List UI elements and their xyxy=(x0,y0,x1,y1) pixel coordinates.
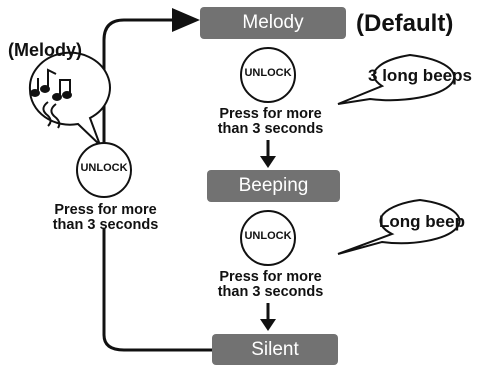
instruction-line2: than 3 seconds xyxy=(217,121,324,137)
melody-tag: (Melody) xyxy=(8,40,82,60)
instruction-top: Press for more than 3 seconds xyxy=(203,107,338,137)
instruction-middle: Press for more than 3 seconds xyxy=(203,270,338,300)
default-label: (Default) xyxy=(356,10,454,37)
mode-beeping: Beeping xyxy=(207,170,340,202)
loop-line-up xyxy=(102,18,172,150)
unlock-button-middle[interactable]: UNLOCK xyxy=(244,230,292,242)
unlock-button-middle-outline xyxy=(240,210,296,266)
three-long-beeps-text: 3 long beeps xyxy=(368,66,472,85)
mode-silent: Silent xyxy=(212,334,338,365)
arrow-icon xyxy=(260,156,276,168)
unlock-button-left-outline xyxy=(76,142,132,198)
three-long-beeps-bubble xyxy=(337,53,456,105)
unlock-button-left[interactable]: UNLOCK xyxy=(80,162,128,174)
loop-line-down xyxy=(102,228,212,352)
instruction-line1: Press for more xyxy=(219,106,322,122)
instruction-line1: Press for more xyxy=(54,202,157,218)
arrow-icon xyxy=(172,8,200,32)
long-beep-text: Long beep xyxy=(379,212,465,231)
long-beep-bubble xyxy=(337,198,461,255)
instruction-line2: than 3 seconds xyxy=(52,217,159,233)
unlock-button-top[interactable]: UNLOCK xyxy=(244,67,292,79)
instruction-line2: than 3 seconds xyxy=(217,284,324,300)
music-notes-icon xyxy=(30,68,72,129)
melody-bubble xyxy=(28,51,111,146)
mode-melody: Melody xyxy=(200,7,346,39)
instruction-line1: Press for more xyxy=(219,269,322,285)
unlock-button-top-outline xyxy=(240,47,296,103)
instruction-left: Press for more than 3 seconds xyxy=(38,203,173,233)
arrow-icon xyxy=(260,319,276,331)
